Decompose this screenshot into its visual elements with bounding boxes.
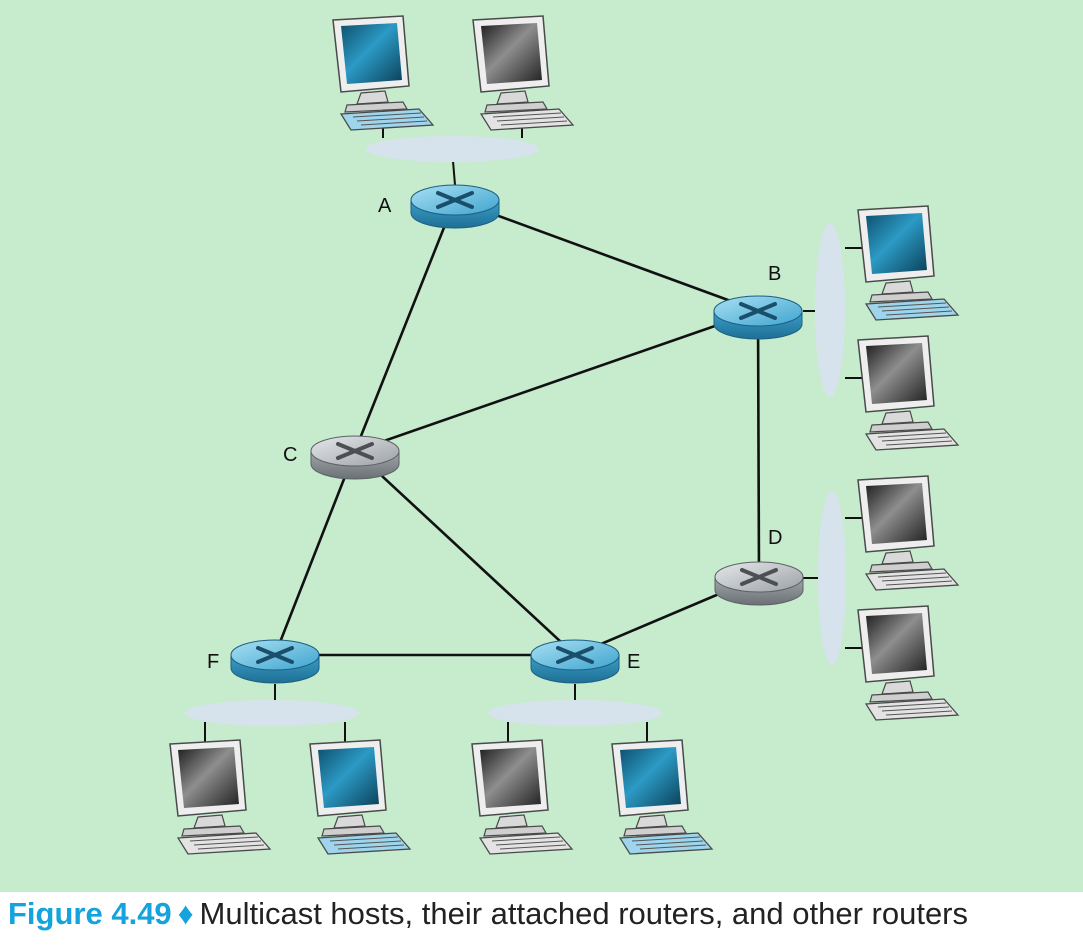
host-a2-computer-icon [472, 15, 575, 138]
router-x-icon [256, 646, 294, 664]
links-layer [273, 198, 761, 657]
link-a-b [454, 198, 759, 313]
router-label-e: E [627, 651, 640, 673]
figure-number: Figure 4.49 [8, 896, 172, 931]
host-b1-computer-icon [845, 205, 960, 321]
host-a1-computer-icon [332, 15, 435, 138]
hosts-layer [169, 15, 960, 855]
router-label-b: B [768, 263, 781, 285]
router-a [410, 184, 500, 229]
router-x-icon [740, 568, 778, 586]
caption-bar [0, 892, 1083, 946]
host-f1-computer-icon [169, 722, 272, 855]
router-label-f: F [207, 651, 219, 673]
router-e [530, 639, 620, 684]
router-f [230, 639, 320, 684]
diamond-icon: ♦ [177, 896, 194, 931]
host-f2-computer-icon [309, 722, 412, 855]
network-diagram: A B C D E F [169, 15, 960, 855]
router-x-icon [336, 442, 374, 460]
lan-d [803, 491, 846, 665]
router-label-c: C [283, 444, 297, 466]
lan-f [185, 684, 359, 726]
router-d [714, 561, 804, 606]
router-label-a: A [378, 195, 392, 217]
router-b [713, 295, 803, 340]
link-c-e [354, 450, 576, 656]
link-b-c [354, 309, 759, 453]
router-label-d: D [768, 527, 782, 549]
link-a-c [353, 199, 457, 452]
host-e2-computer-icon [611, 722, 714, 855]
lan-a [365, 136, 539, 186]
host-d1-computer-icon [845, 475, 960, 591]
link-c-f [273, 450, 357, 656]
router-x-icon [436, 191, 474, 209]
lan-b [803, 223, 845, 397]
figure-caption-text: Multicast hosts, their attached routers,… [199, 896, 969, 931]
router-x-icon [556, 646, 594, 664]
host-d2-computer-icon [845, 605, 960, 721]
lan-e [488, 684, 662, 726]
host-b2-computer-icon [845, 335, 960, 451]
link-b-d [756, 310, 761, 578]
figure-caption: Figure 4.49♦Multicast hosts, their attac… [8, 896, 968, 932]
host-e1-computer-icon [471, 722, 574, 855]
routers-layer [230, 184, 804, 684]
router-x-icon [739, 302, 777, 320]
router-c [310, 435, 400, 480]
